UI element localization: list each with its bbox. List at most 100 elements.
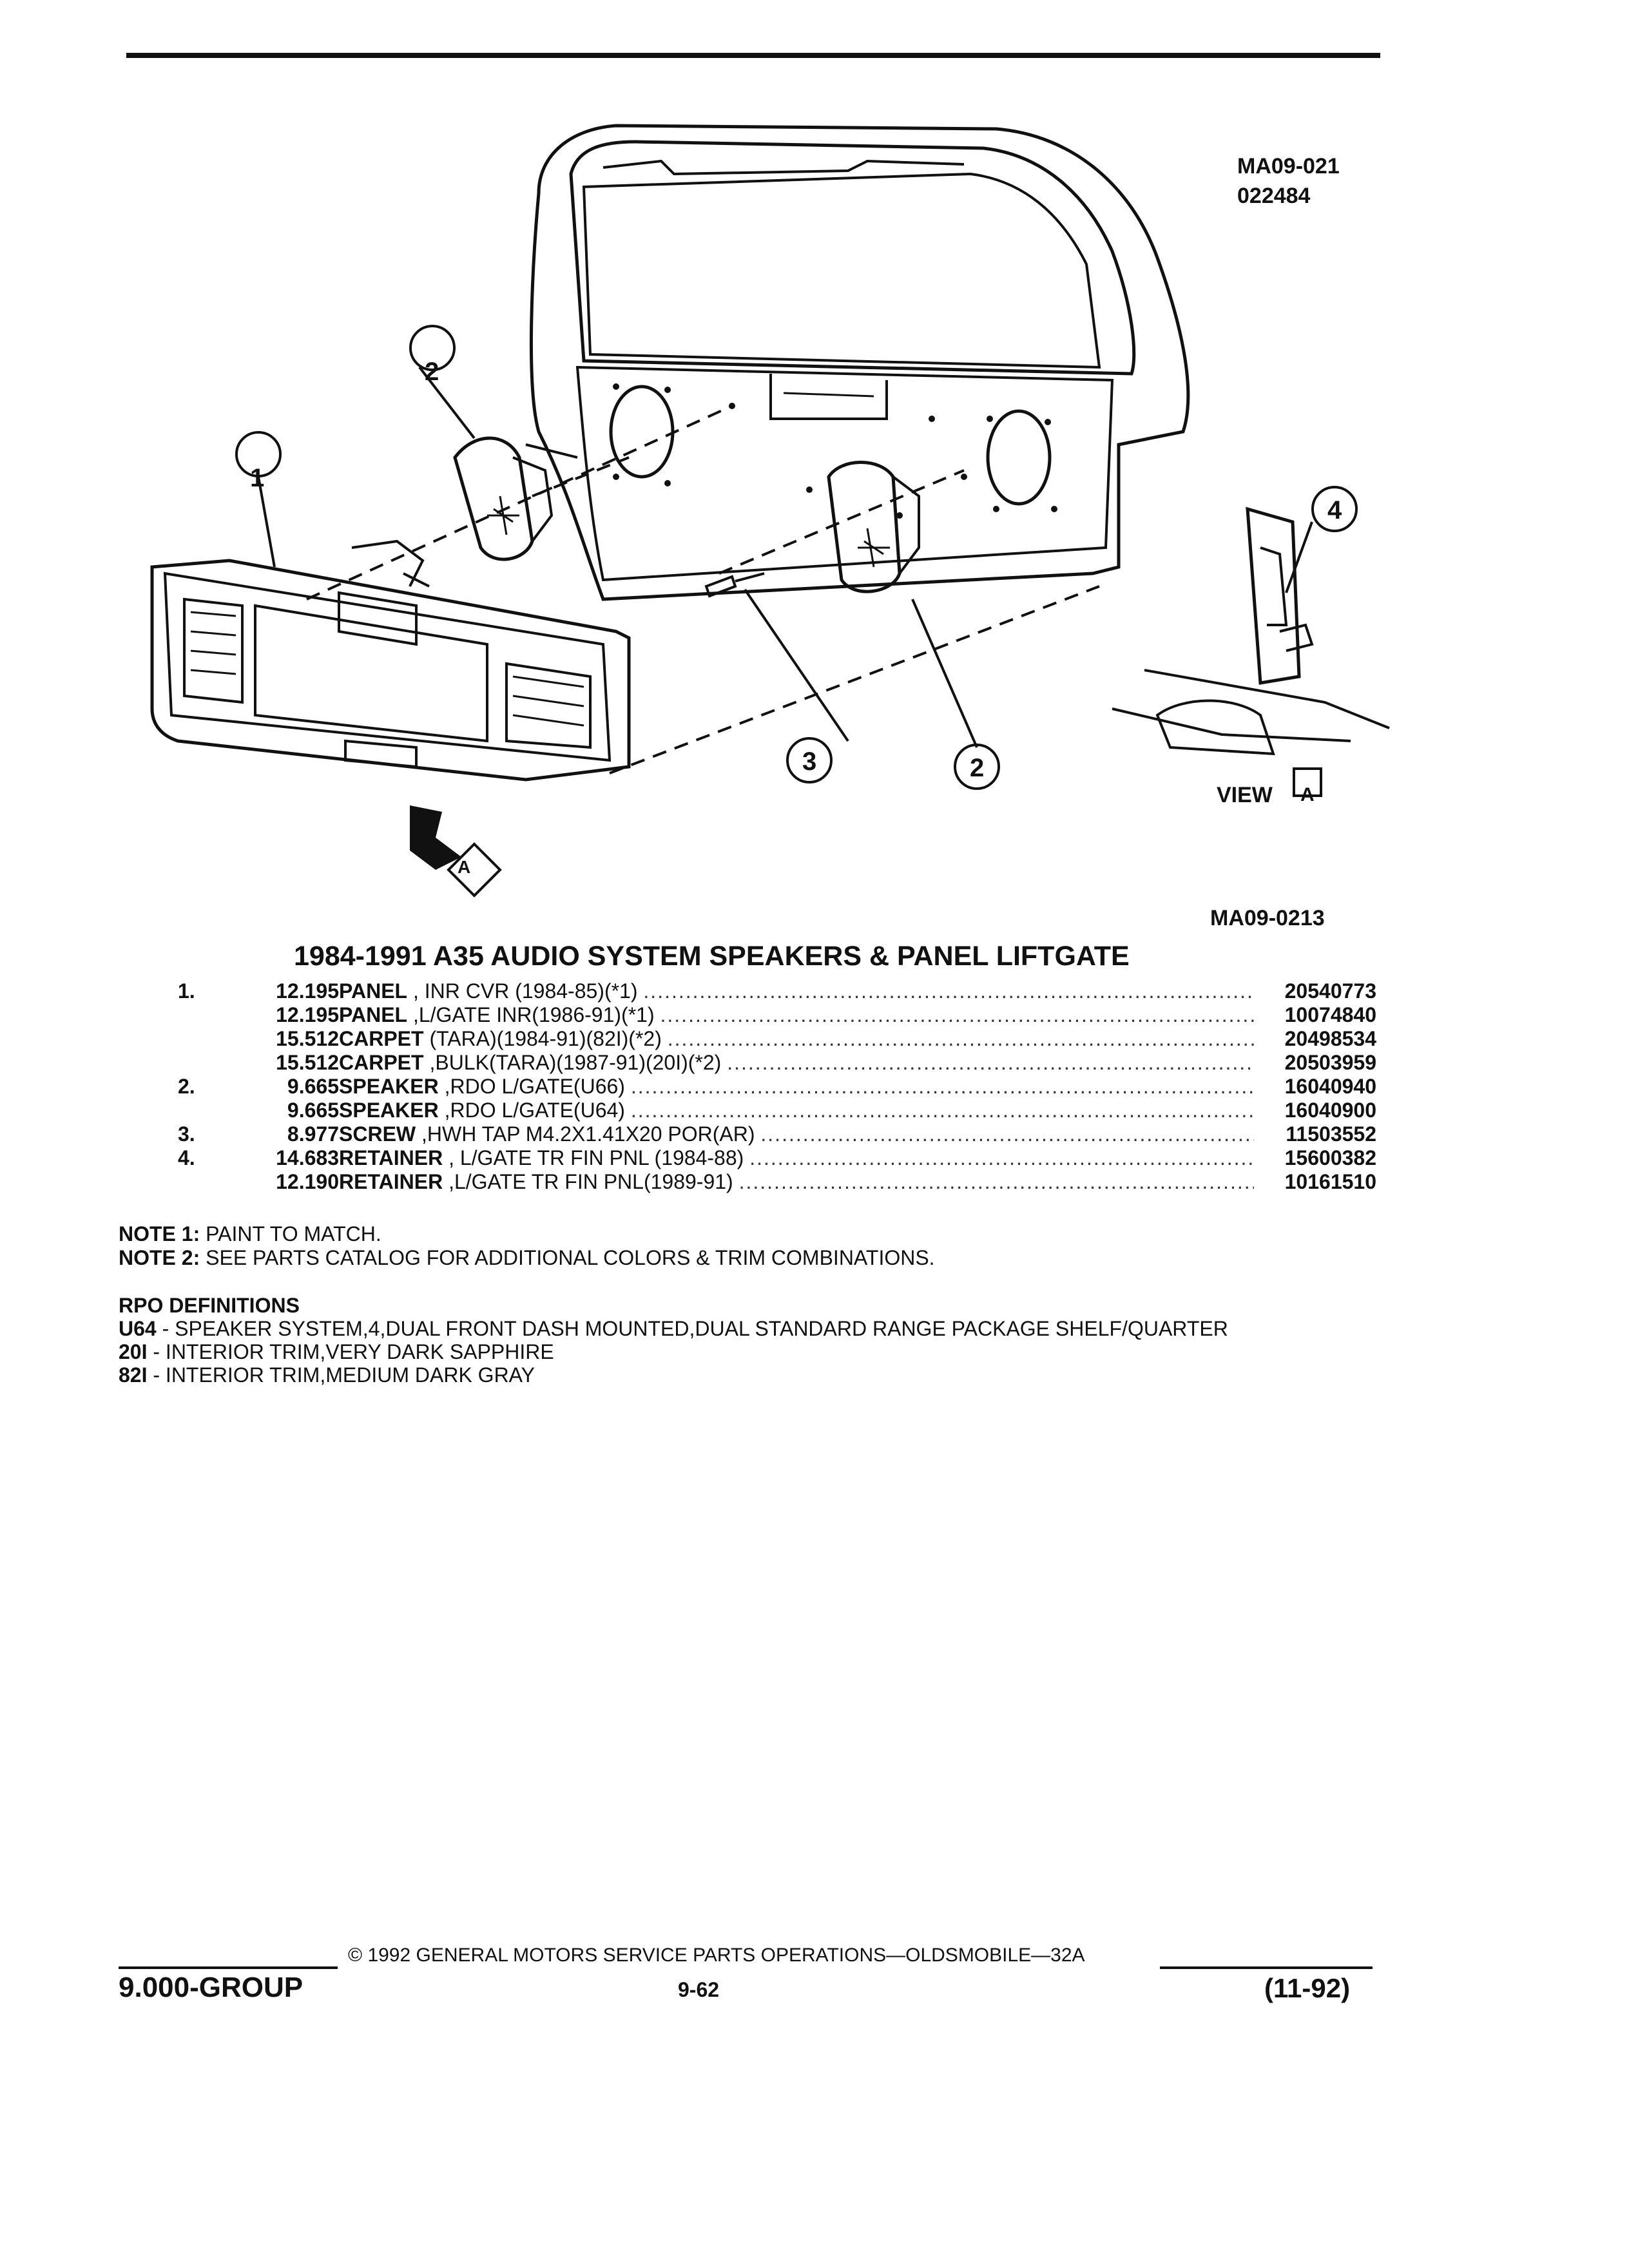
part-name: CARPET xyxy=(339,1027,424,1050)
part-number: 20498534 xyxy=(1254,1027,1376,1051)
item-number: 4. xyxy=(178,1146,195,1169)
top-rule xyxy=(126,53,1380,58)
part-number: 16040940 xyxy=(1254,1075,1376,1099)
group-number: 9.665 xyxy=(287,1075,339,1098)
part-name: SPEAKER xyxy=(339,1075,439,1098)
callout-2-left: 2 xyxy=(425,358,439,386)
note-2: NOTE 2: SEE PARTS CATALOG FOR ADDITIONAL… xyxy=(119,1246,935,1270)
note-text: SEE PARTS CATALOG FOR ADDITIONAL COLORS … xyxy=(200,1246,935,1269)
group-number: 12.195 xyxy=(276,1003,339,1026)
part-name: PANEL xyxy=(339,1003,408,1026)
liftgate-frame xyxy=(525,124,1190,601)
part-number: 10161510 xyxy=(1254,1170,1376,1194)
figure-date-code: 022484 xyxy=(1237,184,1311,208)
part-name: SPEAKER xyxy=(339,1099,439,1122)
figure-id-bottom: MA09-0213 xyxy=(1210,906,1325,930)
part-description: SPEAKER ,RDO L/GATE(U64) ...............… xyxy=(339,1099,1305,1122)
part-number: 15600382 xyxy=(1254,1146,1376,1170)
rpo-heading: RPO DEFINITIONS xyxy=(119,1294,300,1317)
view-arrow xyxy=(410,805,461,870)
screw xyxy=(704,572,765,598)
parts-row: 12.190 RETAINER ,L/GATE TR FIN PNL(1989-… xyxy=(126,1170,1383,1194)
part-description: SPEAKER ,RDO L/GATE(U66) ...............… xyxy=(339,1075,1305,1098)
view-a-inset xyxy=(1112,506,1390,756)
part-description: CARPET ,BULK(TARA)(1987-91)(20I)(*2) ...… xyxy=(339,1051,1364,1074)
group-number: 12.190 xyxy=(276,1170,339,1193)
item-number: 2. xyxy=(178,1075,195,1098)
note-text: PAINT TO MATCH. xyxy=(200,1222,381,1245)
part-name: CARPET xyxy=(339,1051,424,1074)
part-number: 11503552 xyxy=(1254,1122,1376,1146)
part-spec: ,BULK(TARA)(1987-91)(20I)(*2) xyxy=(423,1051,722,1074)
rpo-text: - SPEAKER SYSTEM,4,DUAL FRONT DASH MOUNT… xyxy=(156,1317,1228,1340)
leader-lines xyxy=(257,366,1313,748)
part-spec: ,HWH TAP M4.2X1.41X20 POR(AR) xyxy=(416,1122,755,1146)
note-label: NOTE 2: xyxy=(119,1246,200,1269)
part-spec: ,L/GATE TR FIN PNL(1989-91) xyxy=(443,1170,733,1193)
item-number: 1. xyxy=(178,979,195,1003)
section-title: 1984-1991 A35 AUDIO SYSTEM SPEAKERS & PA… xyxy=(294,941,1130,972)
group-number: 12.195 xyxy=(276,979,339,1003)
rpo-item: U64 - SPEAKER SYSTEM,4,DUAL FRONT DASH M… xyxy=(119,1317,1228,1340)
part-spec: , L/GATE TR FIN PNL (1984-88) xyxy=(443,1146,744,1169)
parts-row: 15.512 CARPET (TARA)(1984-91)(82I)(*2) .… xyxy=(126,1027,1383,1051)
part-number: 20503959 xyxy=(1254,1051,1376,1075)
callout-1: 1 xyxy=(250,464,265,492)
note-label: NOTE 1: xyxy=(119,1222,200,1245)
part-spec: , INR CVR (1984-85)(*1) xyxy=(407,979,638,1003)
group-number: 15.512 xyxy=(276,1051,339,1074)
item-number: 3. xyxy=(178,1122,195,1146)
view-arrow-letter: A xyxy=(458,857,471,877)
part-spec: ,RDO L/GATE(U64) xyxy=(438,1099,625,1122)
part-number: 10074840 xyxy=(1254,1003,1376,1027)
part-description: RETAINER , L/GATE TR FIN PNL (1984-88) .… xyxy=(339,1146,1364,1169)
callout-2-right: 2 xyxy=(970,754,985,782)
parts-row: 4. 14.683 RETAINER , L/GATE TR FIN PNL (… xyxy=(126,1146,1383,1170)
part-description: SCREW ,HWH TAP M4.2X1.41X20 POR(AR) ....… xyxy=(339,1122,1364,1146)
trim-panel xyxy=(150,539,631,782)
figure-id: MA09-021 xyxy=(1237,154,1340,178)
part-name: RETAINER xyxy=(339,1170,443,1193)
parts-row: 15.512 CARPET ,BULK(TARA)(1987-91)(20I)(… xyxy=(126,1051,1383,1075)
part-number: 20540773 xyxy=(1254,979,1376,1003)
rpo-code: 82I xyxy=(119,1363,148,1387)
rpo-code: 20I xyxy=(119,1340,148,1363)
part-name: SCREW xyxy=(339,1122,416,1146)
group-number: 8.977 xyxy=(287,1122,339,1146)
footer-rule-left xyxy=(119,1966,338,1969)
rpo-text: - INTERIOR TRIM,VERY DARK SAPPHIRE xyxy=(147,1340,554,1363)
group-number: 9.665 xyxy=(287,1099,339,1122)
rpo-definitions: RPO DEFINITIONS U64 - SPEAKER SYSTEM,4,D… xyxy=(119,1294,1228,1387)
footer-rule-right xyxy=(1160,1966,1373,1969)
view-a-box xyxy=(1293,767,1322,797)
part-name: PANEL xyxy=(339,979,408,1003)
part-description: PANEL , INR CVR (1984-85)(*1) ..........… xyxy=(339,979,1317,1003)
group-number: 15.512 xyxy=(276,1027,339,1050)
note-1: NOTE 1: PAINT TO MATCH. xyxy=(119,1222,935,1246)
parts-row: 12.195 PANEL ,L/GATE INR(1986-91)(*1) ..… xyxy=(126,1003,1383,1027)
footer-date: (11-92) xyxy=(1264,1973,1351,2003)
rpo-item: 82I - INTERIOR TRIM,MEDIUM DARK GRAY xyxy=(119,1363,1228,1387)
notes: NOTE 1: PAINT TO MATCH. NOTE 2: SEE PART… xyxy=(119,1222,935,1270)
callout-3: 3 xyxy=(802,747,817,776)
footer-group: 9.000-GROUP xyxy=(119,1972,304,2003)
part-description: PANEL ,L/GATE INR(1986-91)(*1) .........… xyxy=(339,1003,1334,1026)
alignment-lines xyxy=(306,405,1100,774)
view-label: VIEW xyxy=(1217,783,1273,807)
part-description: RETAINER ,L/GATE TR FIN PNL(1989-91) ...… xyxy=(339,1170,1364,1193)
footer-copyright: © 1992 GENERAL MOTORS SERVICE PARTS OPER… xyxy=(348,1945,1085,1966)
rpo-item: 20I - INTERIOR TRIM,VERY DARK SAPPHIRE xyxy=(119,1340,1228,1363)
view-arrow-diamond xyxy=(447,842,502,898)
part-spec: ,L/GATE INR(1986-91)(*1) xyxy=(407,1003,655,1026)
callout-circles xyxy=(235,325,1358,790)
part-number: 16040900 xyxy=(1254,1099,1376,1122)
speaker-left xyxy=(453,436,554,561)
rpo-text: - INTERIOR TRIM,MEDIUM DARK GRAY xyxy=(147,1363,535,1387)
view-letter: A xyxy=(1300,784,1315,805)
part-spec: (TARA)(1984-91)(82I)(*2) xyxy=(423,1027,662,1050)
parts-row: 1. 12.195 PANEL , INR CVR (1984-85)(*1) … xyxy=(126,979,1383,1003)
parts-row: 2. 9.665 SPEAKER ,RDO L/GATE(U66) ......… xyxy=(126,1075,1383,1099)
exploded-view-diagram xyxy=(150,124,1390,898)
parts-row: 3. 8.977 SCREW ,HWH TAP M4.2X1.41X20 POR… xyxy=(126,1122,1383,1146)
speaker-right xyxy=(827,461,920,593)
